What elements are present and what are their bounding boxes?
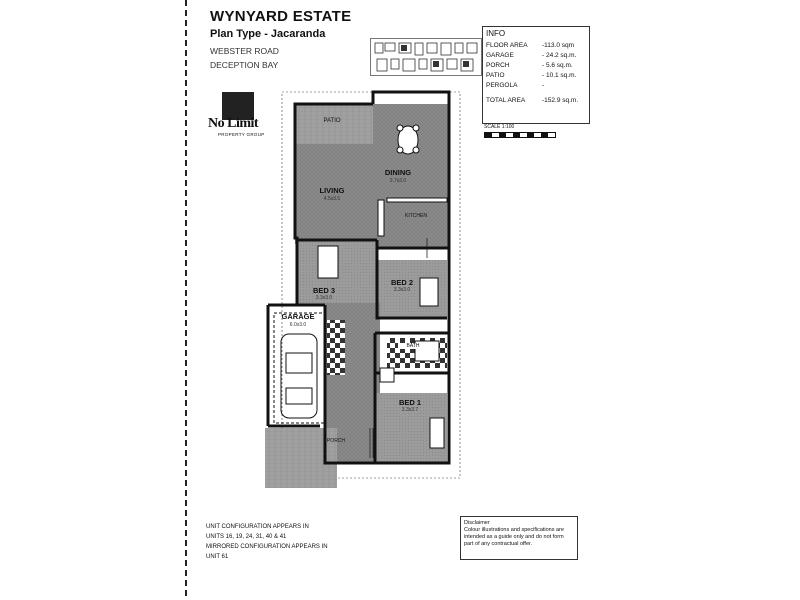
disclaimer-title: Disclaimer	[464, 520, 490, 526]
room-label-porch: PORCH	[326, 438, 346, 444]
disclaimer-body: Colour illustrations and specifications …	[464, 527, 564, 547]
info-value: - 24.2 sq.m.	[542, 52, 577, 59]
unit-thumbnails	[370, 38, 482, 76]
room-label-dining: DINING	[384, 168, 412, 177]
units-line-1: UNIT CONFIGURATION APPEARS IN	[206, 524, 309, 530]
room-label-living: LIVING	[319, 186, 345, 195]
sheet-edge	[185, 0, 187, 600]
scale-indicator: SCALE 1:100	[484, 124, 556, 138]
room-dim-dining: 3.7x3.0	[389, 178, 407, 184]
floor-plan: PATIO LIVING 4.5x3.5 DINING 3.7x3.0 KITC…	[260, 88, 465, 488]
info-label: PATIO	[486, 72, 505, 79]
info-label: GARAGE	[486, 52, 514, 59]
info-value: - 5.6 sq.m.	[542, 62, 573, 69]
units-line-2: UNITS 16, 19, 24, 31, 40 & 41	[206, 534, 287, 540]
room-dim-garage: 6.0x3.0	[289, 322, 307, 328]
room-label-garage: GARAGE	[281, 312, 315, 321]
road-name: WEBSTER ROAD	[210, 46, 279, 56]
info-row: FLOOR AREA -113.0 sqm	[486, 42, 586, 49]
info-panel: INFO FLOOR AREA -113.0 sqm GARAGE - 24.2 s…	[482, 26, 590, 124]
info-row: GARAGE - 24.2 sq.m.	[486, 52, 586, 59]
suburb-name: DECEPTION BAY	[210, 60, 279, 70]
info-row: PERGOLA -	[486, 82, 586, 89]
room-dim-living: 4.5x3.5	[323, 196, 341, 202]
logo-subtitle: PROPERTY GROUP	[218, 132, 265, 137]
info-label: PERGOLA	[486, 82, 518, 89]
scale-bar	[484, 132, 556, 138]
scale-label: SCALE 1:100	[484, 124, 515, 130]
info-label: FLOOR AREA	[486, 42, 528, 49]
info-row: PORCH - 5.6 sq.m.	[486, 62, 586, 69]
room-label-bed1: BED 1	[398, 398, 422, 407]
room-label-patio: PATIO	[323, 118, 341, 124]
floor-plan-drawing	[265, 90, 461, 488]
info-total-row: TOTAL AREA -152.9 sq.m.	[486, 97, 586, 104]
units-line-4: UNIT 61	[206, 554, 229, 560]
room-label-bed2: BED 2	[390, 278, 414, 287]
info-value: - 10.1 sq.m.	[542, 72, 577, 79]
plan-type: Plan Type - Jacaranda	[210, 28, 326, 40]
disclaimer-box: Disclaimer Colour illustrations and spec…	[460, 516, 578, 560]
room-dim-bed3: 3.3x3.0	[315, 295, 333, 301]
estate-title: WYNYARD ESTATE	[210, 8, 352, 25]
info-title: INFO	[486, 29, 506, 38]
room-label-bed3: BED 3	[312, 286, 336, 295]
room-dim-bed1: 3.3x3.7	[401, 407, 419, 413]
logo-building-icon	[222, 92, 254, 120]
room-dim-bed2: 3.3x3.0	[393, 287, 411, 293]
info-value: -113.0 sqm	[542, 42, 575, 49]
info-total-label: TOTAL AREA	[486, 97, 526, 104]
room-label-bath: BATH	[398, 343, 428, 349]
units-line-3: MIRRORED CONFIGURATION APPEARS IN	[206, 544, 328, 550]
room-label-kitchen: KITCHEN	[405, 213, 427, 219]
info-total-value: -152.9 sq.m.	[542, 97, 579, 104]
info-row: PATIO - 10.1 sq.m.	[486, 72, 586, 79]
info-label: PORCH	[486, 62, 510, 69]
logo-name: No Limit	[208, 116, 259, 131]
company-logo: No Limit PROPERTY GROUP	[208, 92, 268, 140]
info-value: -	[542, 82, 545, 89]
unit-configuration-note: UNIT CONFIGURATION APPEARS IN UNITS 16, …	[206, 522, 328, 562]
